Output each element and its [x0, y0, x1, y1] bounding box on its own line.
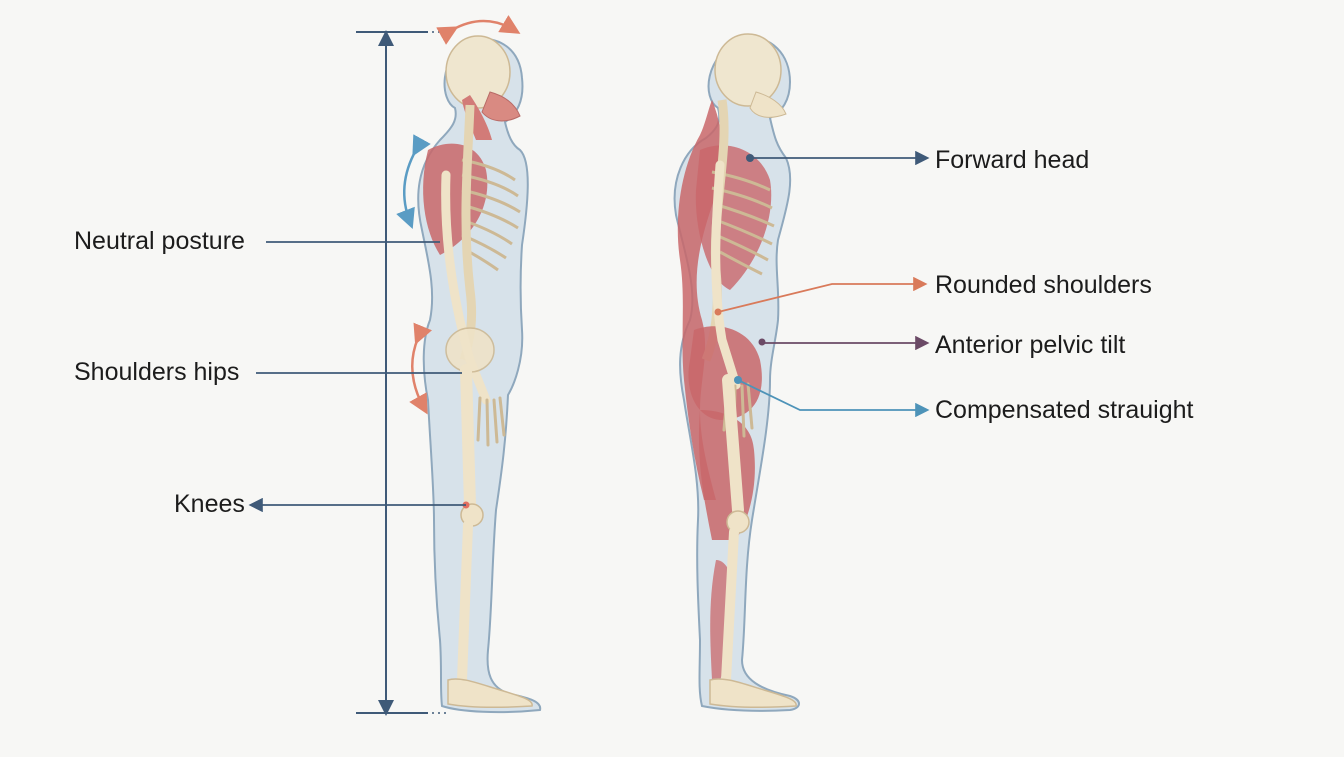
- head-rotation-arrow: [436, 14, 521, 45]
- poor-femur: [722, 374, 744, 516]
- neutral-tibia: [457, 520, 473, 685]
- neutral-jaw: [481, 91, 521, 122]
- neutral-pelvis: [445, 327, 495, 373]
- neutral-hand: [476, 396, 506, 447]
- neutral-femur: [460, 364, 476, 511]
- label-knees: Knees: [174, 490, 245, 518]
- compensated-straight-leader: [737, 379, 930, 418]
- label-shoulders-hips: Shoulders hips: [74, 358, 240, 386]
- poor-skull: [714, 33, 782, 107]
- poor-arm-bone: [711, 160, 741, 390]
- poor-foot: [709, 678, 797, 709]
- neutral-figure: [417, 35, 542, 714]
- shoulder-rotation-arrow: [396, 134, 431, 229]
- poor-tibia: [721, 527, 739, 685]
- poor-posture-figure: [673, 33, 800, 712]
- rounded-shoulders-leader: [717, 276, 928, 313]
- poor-jaw: [749, 91, 787, 118]
- neutral-foot: [447, 678, 533, 709]
- label-compensated-straight: Compensated strauight: [935, 396, 1194, 424]
- label-anterior-pelvic-tilt: Anterior pelvic tilt: [935, 331, 1126, 359]
- label-neutral-posture: Neutral posture: [74, 227, 245, 255]
- label-rounded-shoulders: Rounded shoulders: [935, 271, 1152, 299]
- pelvic-tilt-marker: [758, 338, 766, 346]
- label-forward-head: Forward head: [935, 146, 1090, 174]
